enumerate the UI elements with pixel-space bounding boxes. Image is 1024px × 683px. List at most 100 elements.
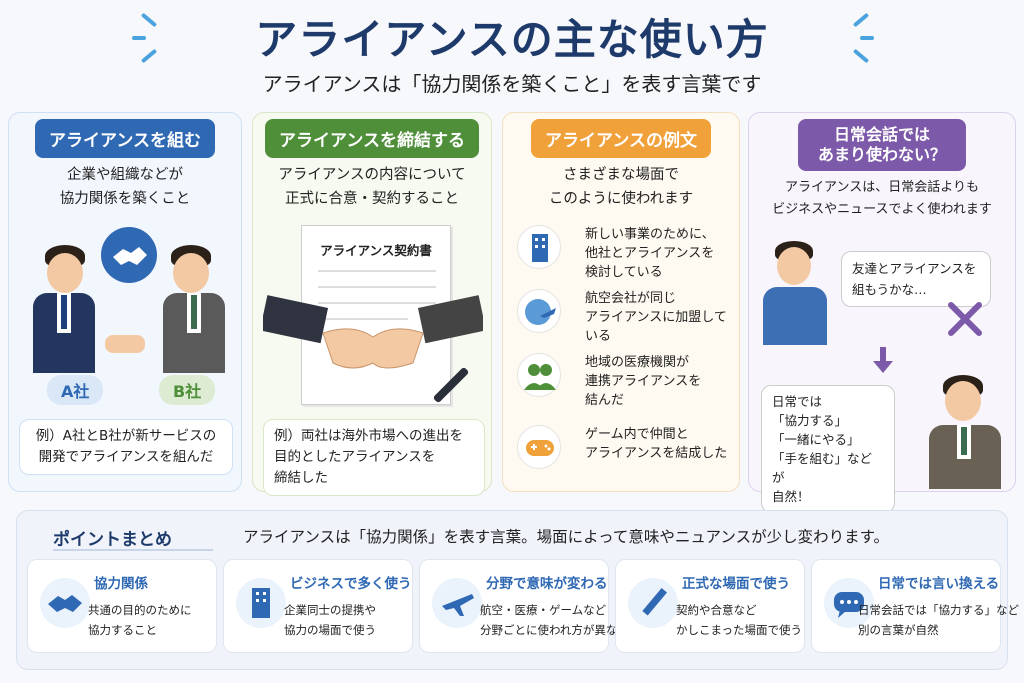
globe-plane-icon (517, 289, 561, 333)
cross-icon (945, 299, 985, 339)
example-line: 検討している (585, 265, 663, 280)
summary-divider (53, 549, 213, 551)
summary-title: ポイントまとめ (53, 530, 172, 550)
point-title: 日常では言い換える (878, 576, 1000, 592)
summary-panel: ポイントまとめ アライアンスは「協力関係」を表す言葉。場面によって意味やニュアン… (16, 510, 1019, 670)
gamepad-icon (517, 425, 561, 469)
card-daily-conversation: 日常会話では あまり使わない？ アライアンスは、日常会話よりも ビジネスやニュー… (748, 112, 1016, 513)
desc-line: さまざまな場面で (563, 167, 679, 183)
point-card: 正式な場面で使う 契約や合意など かしこまった場面で使う (615, 559, 805, 653)
contract-title: アライアンス契約書 (320, 243, 432, 258)
point-line: 航空・医療・ゲームなど (480, 603, 607, 617)
point-card: 協力関係 共通の目的のために 協力すること (27, 559, 217, 653)
bubble-line: 自然！ (772, 489, 810, 504)
right-usage-bubble: 日常では 「協力する」 「一緒にやる」 「手を組む」などが 自然！ (761, 385, 895, 513)
wrong-usage-bubble: 友達とアライアンスを 組もうかな… (841, 251, 991, 307)
bubble-line: 日常では (772, 394, 823, 409)
example-item: 新しい事業のために、 他社とアライアンスを 検討している (517, 225, 733, 281)
card-heading: アライアンスを組む (35, 119, 215, 158)
page-title: アライアンスの主な使い方 (255, 15, 769, 64)
arrow-down-icon (873, 347, 893, 373)
card-alliance-examples: アライアンスの例文 さまざまな場面で このように使われます 新しい事業のために、… (502, 112, 740, 492)
example-line: 航空会社が同じ (585, 291, 677, 306)
example-line: 例）A社とB社が新サービスの (35, 428, 217, 444)
point-desc: 航空・医療・ゲームなど 分野ごとに使われ方が異なる (480, 600, 629, 640)
example-line: ゲーム内で仲間と (585, 427, 689, 442)
example-line: アライアンスを結成した (585, 446, 728, 461)
card-heading: アライアンスの例文 (531, 119, 711, 158)
bubble-line: 組もうかな… (852, 282, 927, 297)
example-line: 他社とアライアンスを (585, 246, 715, 261)
point-title: 分野で意味が変わる (486, 576, 608, 592)
card-alliance-teiketsu: アライアンスを締結する アライアンスの内容について 正式に合意・契約すること ア… (252, 112, 492, 496)
point-card: 分野で意味が変わる 航空・医療・ゲームなど 分野ごとに使われ方が異なる (419, 559, 629, 653)
point-card: 日常では言い換える 日常会話では「協力する」など 別の言葉が自然 (811, 559, 1019, 653)
bubble-line: 友達とアライアンスを (852, 261, 977, 276)
example-item: 航空会社が同じ アライアンスに加盟して いる (517, 289, 733, 345)
point-line: 共通の目的のために (88, 603, 192, 617)
building-icon (517, 225, 561, 269)
example-line: 新しい事業のために、 (585, 227, 715, 242)
example-line: 例）両社は海外市場への進出を (274, 428, 463, 444)
point-title: 協力関係 (94, 576, 148, 592)
example-line: 開発でアライアンスを組んだ (38, 449, 214, 465)
example-line: 連携アライアンスを (585, 374, 702, 389)
bubble-line: 「手を組む」などが (772, 451, 873, 485)
example-line: いる (585, 329, 612, 344)
desc-line: このように使われます (548, 191, 694, 207)
card-description: 企業や組織などが 協力関係を築くこと (9, 163, 241, 211)
desc-line: 企業や組織などが (67, 167, 183, 183)
pen-icon (628, 578, 678, 628)
point-line: 日常会話では「協力する」など (858, 603, 1019, 617)
card-description: さまざまな場面で このように使われます (503, 163, 739, 211)
handshake-icon (40, 578, 90, 628)
point-line: 分野ごとに使われ方が異なる (480, 623, 629, 637)
card-description: アライアンスの内容について 正式に合意・契約すること (253, 163, 491, 211)
point-line: 協力すること (88, 623, 157, 637)
pointing-person-illustration (917, 375, 1013, 491)
example-line: 目的としたアライアンスを (274, 449, 436, 465)
person-b-illustration (149, 245, 229, 375)
point-card: ビジネスで多く使う 企業同士の提携や 協力の場面で使う (223, 559, 413, 653)
desc-line: 協力関係を築くこと (59, 191, 191, 207)
point-line: 契約や合意など (676, 603, 757, 617)
building-icon (236, 578, 286, 628)
point-line: 企業同士の提携や (284, 603, 376, 617)
example-bubble: 例）両社は海外市場への進出を 目的としたアライアンスを 締結した (263, 419, 485, 496)
heading-line: あまり使わない？ (817, 145, 947, 164)
point-desc: 日常会話では「協力する」など 別の言葉が自然 (858, 600, 1019, 640)
desc-line: 正式に合意・契約すること (285, 191, 459, 207)
company-b-label: B社 (159, 375, 216, 405)
example-bubble: 例）A社とB社が新サービスの 開発でアライアンスを組んだ (19, 419, 233, 475)
desc-line: ビジネスやニュースでよく使われます (772, 202, 992, 217)
point-line: 別の言葉が自然 (858, 623, 939, 637)
example-line: 結んだ (585, 393, 625, 408)
company-a-label: A社 (47, 375, 104, 405)
point-line: かしこまった場面で使う (676, 623, 803, 637)
handshake-icon (259, 293, 487, 383)
example-item: ゲーム内で仲間と アライアンスを結成した (517, 425, 733, 481)
people-icon (517, 353, 561, 397)
airplane-icon (432, 578, 482, 628)
desc-line: アライアンスは、日常会話よりも (785, 180, 979, 195)
person-a-illustration (31, 245, 111, 375)
card-heading: アライアンスを締結する (265, 119, 479, 158)
heading-line: 日常会話では (833, 125, 931, 144)
point-desc: 共通の目的のために 協力すること (88, 600, 192, 640)
desc-line: アライアンスの内容について (278, 167, 466, 183)
example-line: 地域の医療機関が (585, 355, 690, 370)
card-alliance-kumu: アライアンスを組む 企業や組織などが 協力関係を築くこと A社 B社 例）A社と… (8, 112, 242, 492)
point-desc: 企業同士の提携や 協力の場面で使う (284, 600, 376, 640)
handshake-icon (101, 227, 157, 283)
summary-text: アライアンスは「協力関係」を表す言葉。場面によって意味やニュアンスが少し変わりま… (243, 528, 890, 546)
card-heading: 日常会話では あまり使わない？ (797, 119, 967, 171)
handshake-hands (105, 335, 145, 353)
example-line: 締結した (274, 470, 328, 486)
bubble-line: 「協力する」 (772, 413, 848, 428)
example-item: 地域の医療機関が 連携アライアンスを 結んだ (517, 353, 733, 409)
page-subtitle: アライアンスは「協力関係を築くこと」を表す言葉です (262, 72, 762, 96)
thinking-person-illustration (759, 241, 835, 347)
point-line: 協力の場面で使う (284, 623, 376, 637)
point-title: 正式な場面で使う (682, 576, 790, 592)
example-line: アライアンスに加盟して (585, 310, 727, 325)
